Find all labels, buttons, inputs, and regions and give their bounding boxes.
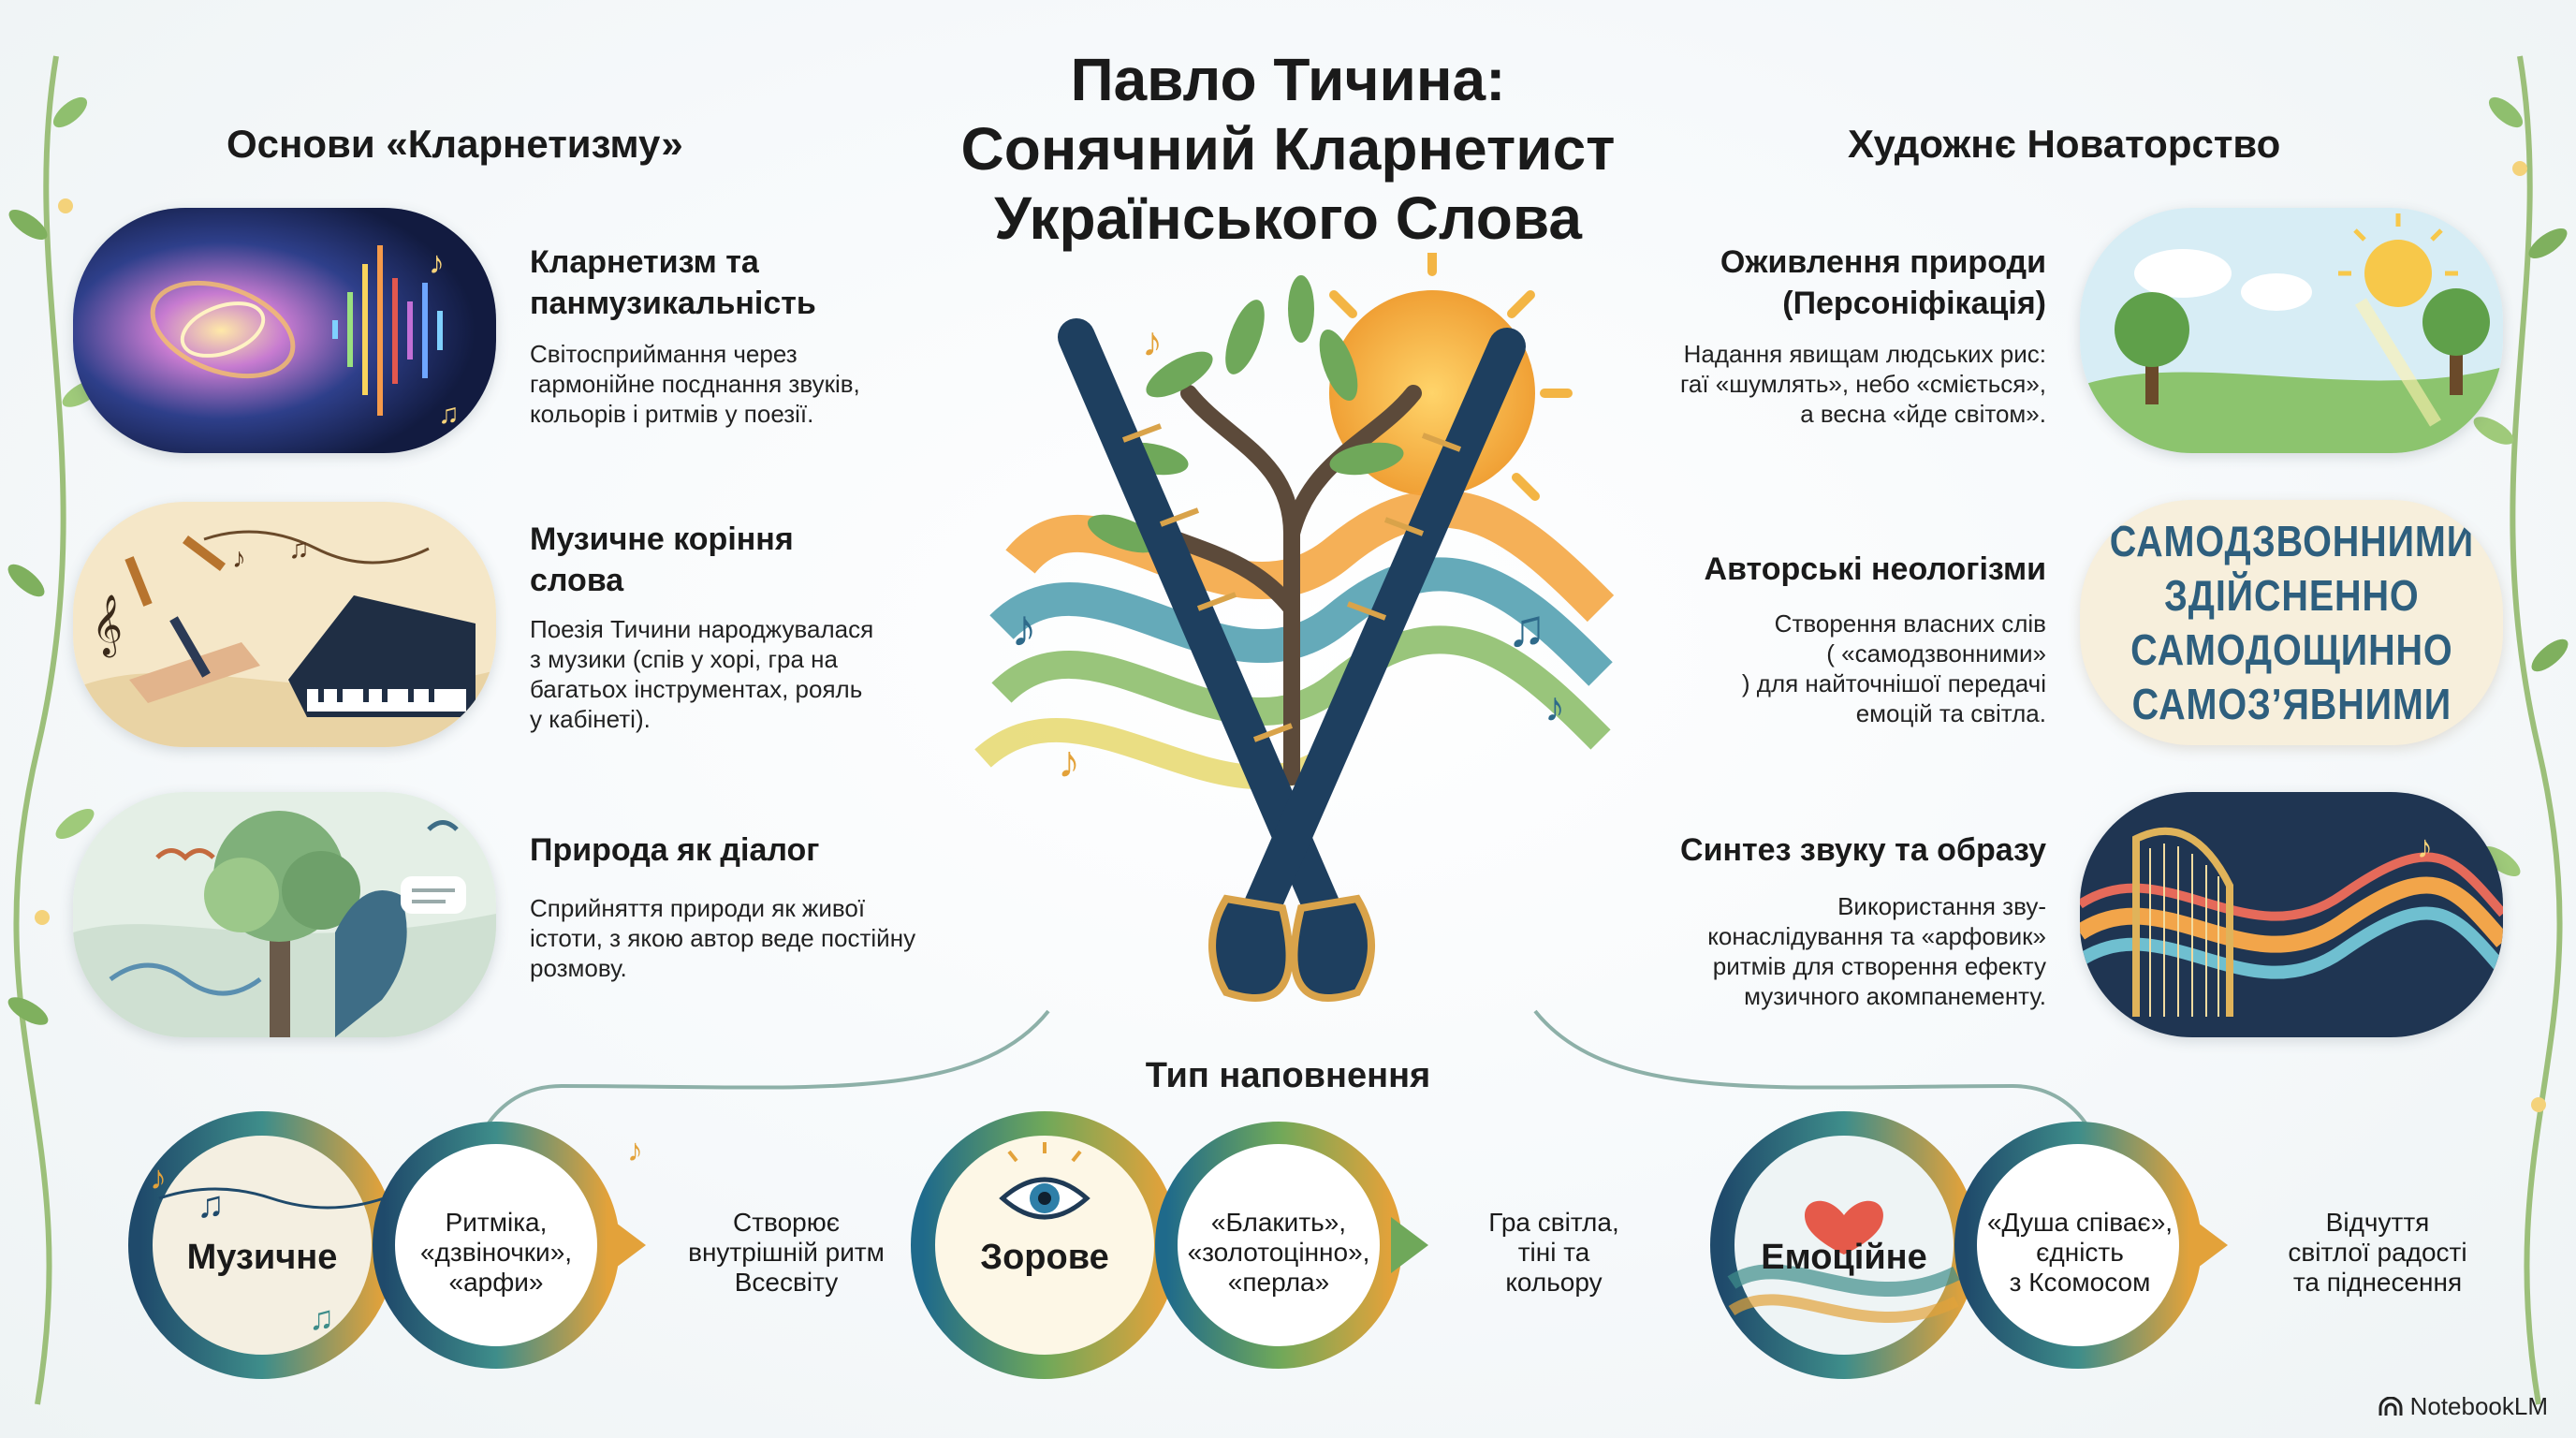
- svg-text:♫: ♫: [309, 1299, 334, 1337]
- piano-writing-illustration: ♪ ♫ 𝄞: [73, 502, 496, 747]
- page-title: Павло Тичина: Сонячний Кларнетист Україн…: [960, 46, 1616, 252]
- svg-text:♪: ♪: [2417, 829, 2433, 865]
- notebooklm-watermark: NotebookLM: [2378, 1392, 2548, 1421]
- neologisms-panel: САМОДЗВОННИМИ ЗДІЙСНЕННО САМОДОЩИННО САМ…: [2080, 500, 2503, 745]
- right-vine-decoration: [2473, 55, 2569, 1405]
- left-item-2: Музичне коріння слова Поезія Тичини наро…: [530, 521, 874, 733]
- svg-text:𝄞: 𝄞: [92, 594, 123, 657]
- emotional-outer-text: Відчуття світлої радості та піднесення: [2288, 1208, 2467, 1297]
- fill-type-title: Тип наповнення: [1145, 1056, 1431, 1095]
- nature-dialogue-illustration: [73, 792, 496, 1037]
- notebooklm-logo-icon: [2378, 1396, 2403, 1416]
- emotional-loop-graphic: [1710, 1111, 2228, 1379]
- visual-label: Зорове: [980, 1238, 1109, 1277]
- galaxy-soundwave-illustration: ♪ ♫: [73, 208, 496, 453]
- left-section-title: Основи «Кларнетизму»: [227, 122, 683, 166]
- central-clarinet-illustration: ♪ ♫ ♪ ♪ ♪: [974, 253, 1615, 1002]
- personified-nature-illustration: [2080, 208, 2503, 453]
- neologism-word: САМОДОЩИННО: [2130, 625, 2453, 674]
- visual-inner-text: «Блакить», «золотоцінно», «перла»: [1187, 1208, 1370, 1297]
- right-section-title: Художнє Новаторство: [1848, 122, 2281, 166]
- visual-loop-graphic: [911, 1111, 1428, 1379]
- musical-inner-text: Ритміка, «дзвіночки», «арфи»: [419, 1208, 573, 1297]
- svg-text:♫: ♫: [197, 1184, 225, 1225]
- emotional-label: Емоційне: [1761, 1238, 1927, 1277]
- right-item-2: Авторські неологізми Створення власних с…: [1704, 551, 2046, 727]
- svg-text:♫: ♫: [288, 534, 310, 565]
- svg-text:♪: ♪: [627, 1133, 643, 1168]
- visual-outer-text: Гра світла, тіні та кольору: [1488, 1208, 1619, 1297]
- musical-outer-text: Створює внутрішній ритм Всесвіту: [688, 1208, 885, 1297]
- svg-text:♪: ♪: [429, 245, 445, 281]
- svg-text:♪: ♪: [1544, 684, 1565, 730]
- svg-text:♪: ♪: [1011, 598, 1037, 657]
- left-item-3: Природа як діалог Сприйняття природи як …: [530, 832, 916, 982]
- neologism-word: САМОЗ’ЯВНИМИ: [2131, 680, 2452, 728]
- right-item-3: Синтез звуку та образу Використання зву-…: [1680, 832, 2046, 1010]
- emotional-inner-text: «Душа співає», єдність з Ксомосом: [1986, 1208, 2174, 1297]
- neologism-word: САМОДЗВОННИМИ: [2109, 517, 2474, 565]
- left-item-1: Кларнетизм та панмузикальність Світоспри…: [530, 244, 860, 428]
- musical-loop-graphic: ♫ ♫ ♪ ♪: [128, 1111, 646, 1379]
- left-vine-decoration: [7, 55, 103, 1405]
- svg-text:♪: ♪: [232, 543, 246, 574]
- harp-soundwave-illustration: ♪: [2080, 792, 2503, 1037]
- svg-text:♪: ♪: [1142, 319, 1163, 365]
- right-item-1: Оживлення природи (Персоніфікація) Надан…: [1679, 244, 2046, 428]
- svg-text:♫: ♫: [1507, 598, 1546, 657]
- musical-label: Музичне: [186, 1238, 338, 1277]
- svg-text:♪: ♪: [150, 1158, 167, 1196]
- neologism-word: ЗДІЙСНЕННО: [2163, 571, 2420, 620]
- svg-text:♫: ♫: [438, 399, 460, 430]
- svg-text:♪: ♪: [1058, 738, 1080, 787]
